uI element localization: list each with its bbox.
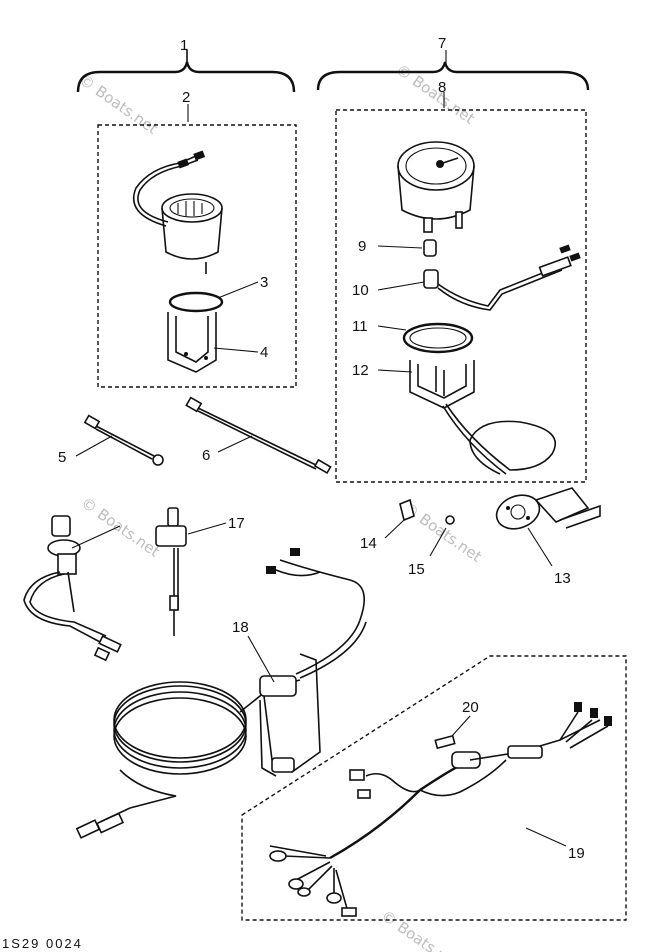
callout-18: 18 [232,619,249,636]
callout-2: 2 [182,89,190,106]
callout-12: 12 [352,362,369,379]
part-18-harness [75,548,367,839]
part-4-bracket [167,312,217,373]
part-11-ring [402,322,474,354]
part-15-screw [445,515,455,525]
diagram-code: 1S29 0024 [2,936,83,951]
part-5-lead-wire [83,414,164,466]
callout-7: 7 [438,35,446,52]
part-key-switch [23,515,122,662]
callout-3: 3 [260,274,268,291]
callout-20: 20 [462,699,479,716]
part-9-connector [423,239,437,257]
callout-1: 1 [180,37,188,54]
part-3-ring [168,291,224,313]
callout-17: 17 [228,515,245,532]
callout-14: 14 [360,535,377,552]
group-box-19 [241,655,627,921]
part-20-fuse [434,734,456,750]
part-8-speedometer [397,141,475,233]
part-17-switch [155,507,187,636]
callout-19: 19 [568,845,585,862]
part-10-wire [423,244,581,311]
callout-8: 8 [438,79,446,96]
callout-6: 6 [202,447,210,464]
part-19-main-harness [269,702,612,917]
watermark: © Boats.net [76,71,161,138]
callout-13: 13 [554,570,571,587]
part-2-gauge [132,150,223,274]
callout-4: 4 [260,344,268,361]
speedometer-hose [442,403,557,475]
callout-10: 10 [352,282,369,299]
part-13-pitot [495,487,601,530]
callout-9: 9 [358,238,366,255]
part-6-cable [185,396,332,475]
group-box-8 [335,109,587,483]
callout-15: 15 [408,561,425,578]
watermark: © Boats.net [78,494,163,561]
watermark: © Boats.net [378,907,463,952]
leader-lines [71,50,567,847]
part-14-clip [399,498,415,522]
callout-5: 5 [58,449,66,466]
callout-11: 11 [352,318,368,335]
group-bracket-7 [316,61,590,91]
part-12-bracket [409,360,475,409]
group-box-2 [97,124,297,388]
